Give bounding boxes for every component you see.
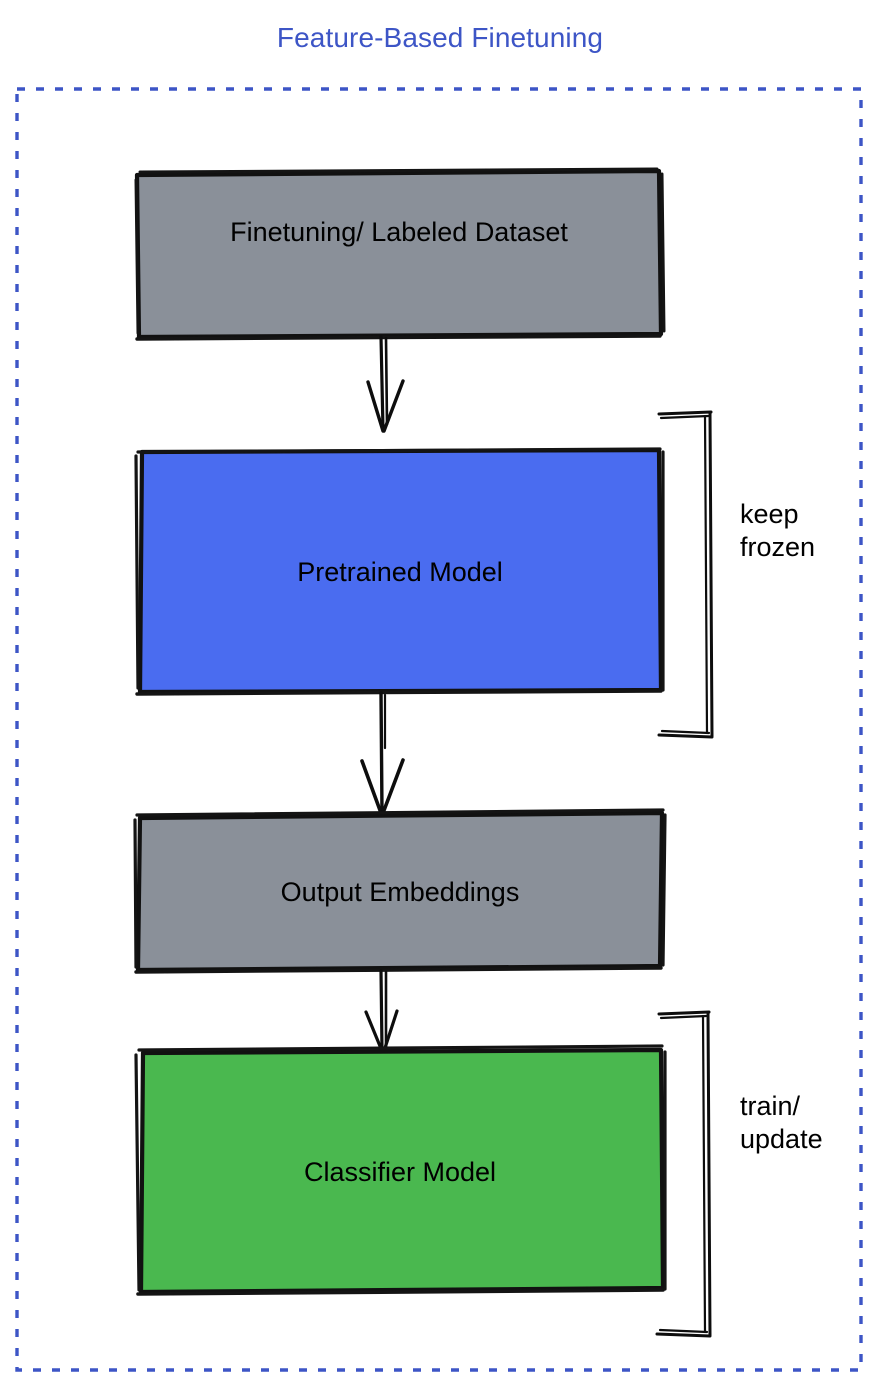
bracket-spine-2 xyxy=(701,1014,707,1334)
bracket-keep-frozen xyxy=(657,410,714,739)
annotation-line-1: train/ xyxy=(740,1091,801,1121)
node-sketch-line-left xyxy=(134,178,140,335)
arrow-shaft xyxy=(379,691,384,814)
node-classifier-model[interactable] xyxy=(134,1044,667,1296)
arrow-shaft-2 xyxy=(384,336,389,426)
node-sketch-line-top xyxy=(135,808,665,817)
node-pretrained-model[interactable] xyxy=(134,447,665,696)
dashed-container-rect xyxy=(15,87,863,1372)
node-sketch-line-left xyxy=(134,454,140,690)
annotation-label-train-update: train/update xyxy=(740,1090,823,1156)
node-sketch-line-right xyxy=(661,813,667,967)
bracket-bottom-arm-2 xyxy=(660,729,711,735)
node-shape-fill xyxy=(138,1047,666,1295)
node-sketch-line-top xyxy=(138,167,659,174)
node-label-output-embeddings: Output Embeddings xyxy=(280,877,520,907)
bracket-spine xyxy=(706,1011,712,1337)
bracket-spine xyxy=(708,411,714,738)
arrow-head-left xyxy=(360,759,383,815)
bracket-top-arm xyxy=(657,1010,711,1016)
node-finetuning-dataset[interactable] xyxy=(134,167,666,341)
node-sketch-line-bottom xyxy=(135,334,662,341)
node-sketch-line-bottom xyxy=(135,689,663,696)
arrow-head-right xyxy=(382,1009,399,1053)
arrow-shaft xyxy=(379,335,385,432)
node-sketch-line-left xyxy=(133,818,138,969)
node-shape-fill xyxy=(134,168,664,340)
node-output-embeddings[interactable] xyxy=(133,808,667,974)
bracket-top-arm-2 xyxy=(659,1014,708,1020)
node-sketch-line-left xyxy=(134,1053,141,1292)
arrow-shaft xyxy=(379,969,384,1052)
node-label-classifier-model: Classifier Model xyxy=(303,1157,497,1187)
node-label-pretrained-model: Pretrained Model xyxy=(297,557,503,587)
dashed-container xyxy=(15,87,863,1372)
arrow-head-right xyxy=(382,379,405,433)
annotation-line-2: frozen xyxy=(740,531,816,562)
annotation-line-2: update xyxy=(740,1123,823,1154)
arrow-embeddings-to-classifier xyxy=(364,969,399,1053)
bracket-top-arm-2 xyxy=(659,414,710,420)
bracket-train-update xyxy=(655,1010,712,1338)
bracket-bottom-arm-2 xyxy=(658,1328,709,1334)
node-sketch-line-bottom xyxy=(134,966,663,974)
arrow-head-left xyxy=(364,1010,384,1053)
node-sketch-line-top xyxy=(137,1044,664,1052)
bracket-bottom-arm xyxy=(657,733,714,739)
bracket-bottom-arm xyxy=(655,1332,712,1338)
node-sketch-line-top xyxy=(136,447,662,454)
bracket-top-arm xyxy=(657,410,713,416)
node-label-finetuning-dataset: Finetuning/ Labeled Dataset xyxy=(230,217,568,247)
node-sketch-line-right xyxy=(660,172,666,333)
node-shape-fill xyxy=(135,810,665,973)
arrow-pretrained-to-embeddings xyxy=(360,691,405,815)
diagram-title: Feature-Based Finetuning xyxy=(276,22,604,53)
arrow-head-right xyxy=(381,758,405,815)
bracket-spine-2 xyxy=(703,414,709,735)
arrow-dataset-to-pretrained xyxy=(366,335,405,433)
node-sketch-line-bottom xyxy=(136,1288,665,1296)
arrow-head-left xyxy=(366,380,385,433)
annotation-line-1: keep xyxy=(740,499,799,529)
